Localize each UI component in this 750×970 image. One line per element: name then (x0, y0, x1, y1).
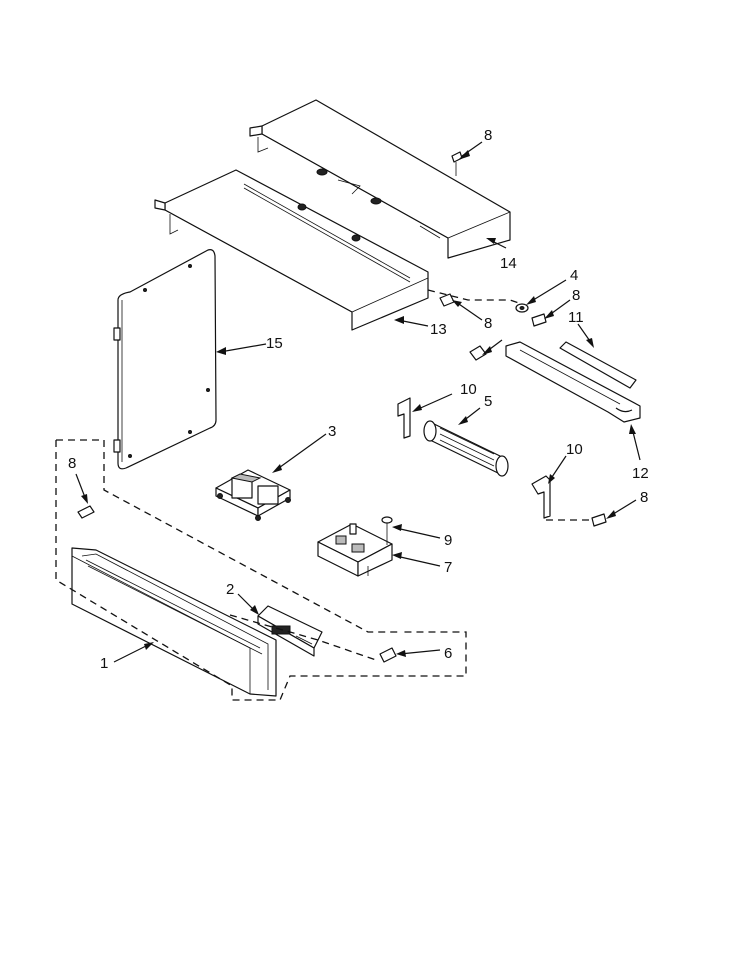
callout-8-right: 8 (572, 287, 580, 304)
callout-5: 5 (484, 393, 492, 410)
callout-12: 12 (632, 465, 649, 482)
callout-8-top: 8 (484, 127, 492, 144)
callout-9: 9 (444, 532, 452, 549)
callout-11: 11 (568, 309, 584, 326)
part-13-top-panel (154, 169, 429, 331)
callout-8-mid: 8 (484, 315, 492, 332)
callout-8-left: 8 (68, 455, 76, 472)
callout-13: 13 (430, 321, 447, 338)
part-4-washer (515, 303, 529, 313)
part-8-screw-bracket (469, 345, 487, 361)
leader-lines (75, 141, 641, 663)
part-8-screw-top (451, 151, 463, 176)
callout-4: 4 (570, 267, 578, 284)
callout-2: 2 (226, 581, 234, 598)
part-9-screw (381, 516, 393, 545)
callout-15: 15 (266, 335, 283, 352)
assembly-lines (55, 289, 590, 701)
part-2-electronic-control (257, 605, 323, 657)
callout-1: 1 (100, 655, 108, 672)
part-11-strip (559, 341, 637, 389)
part-3-transformer (215, 469, 291, 521)
part-10-bracket-upper (397, 397, 411, 439)
part-10-bracket-lower (531, 475, 551, 519)
callout-14: 14 (500, 255, 517, 272)
callout-8-lower-right: 8 (640, 489, 648, 506)
part-7-board-bracket (317, 523, 393, 577)
callout-10-lower: 10 (566, 441, 583, 458)
part-14-top-panel (249, 99, 511, 259)
callout-10-upper: 10 (460, 381, 477, 398)
callout-3: 3 (328, 423, 336, 440)
part-5-blower-fan (423, 420, 509, 477)
part-1-console-trim (71, 547, 277, 697)
callout-labels: 8 14 4 8 13 8 11 15 10 5 3 10 12 8 8 9 7… (68, 127, 649, 672)
part-8-screw-lower-right (591, 513, 607, 527)
callout-7: 7 (444, 559, 452, 576)
part-15-side-panel (113, 249, 217, 470)
part-8-screw-right (531, 313, 547, 327)
part-8-screw-left (77, 505, 95, 519)
callout-6: 6 (444, 645, 452, 662)
part-6-screw (379, 647, 397, 663)
part-12-fan-bracket (505, 341, 641, 423)
